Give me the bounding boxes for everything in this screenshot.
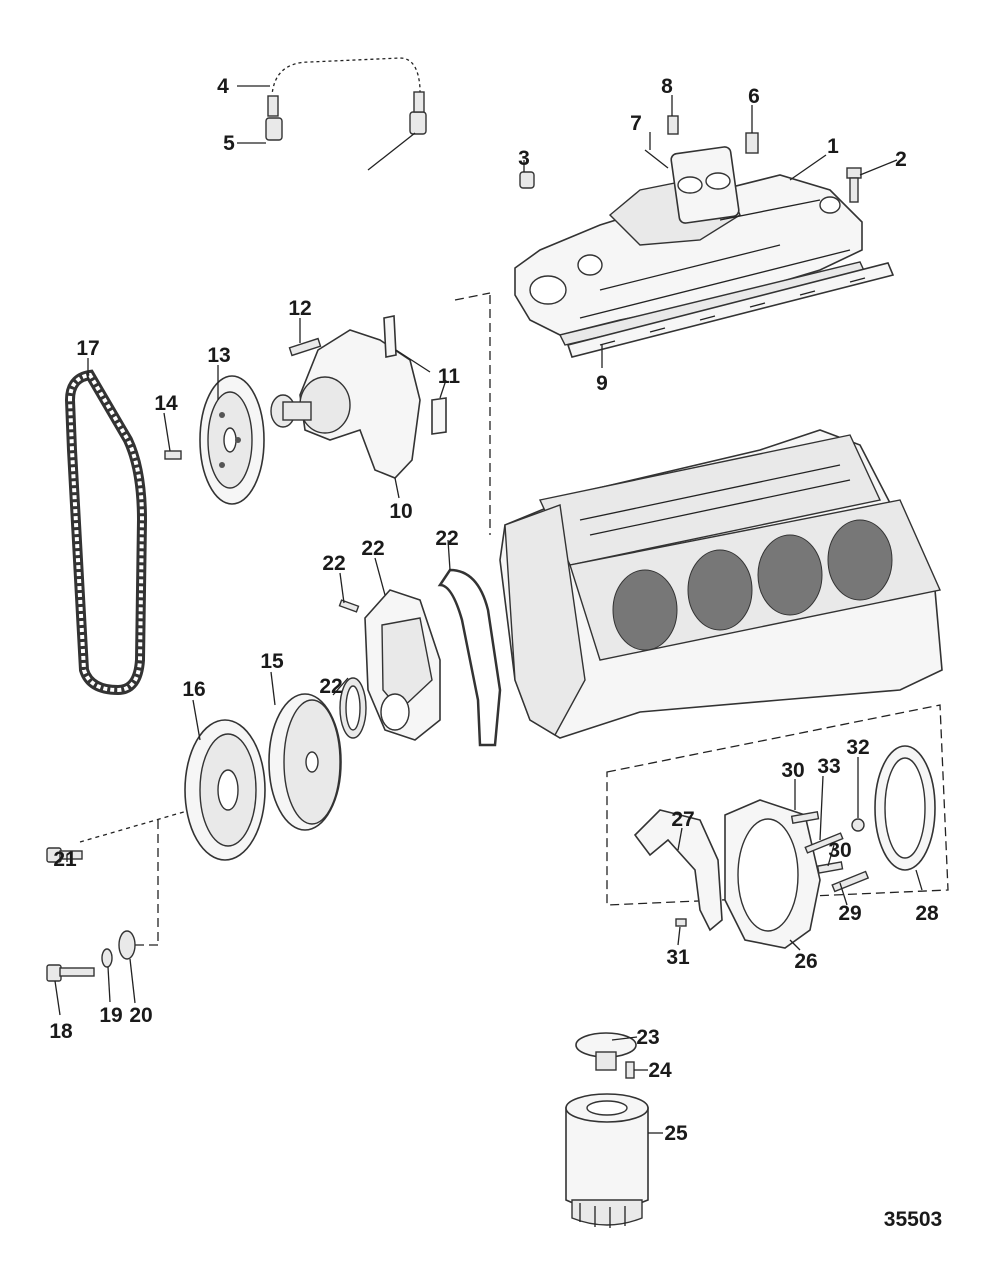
- callout-27: 27: [671, 808, 694, 831]
- water-pump-pulley: [164, 375, 265, 505]
- callout-19: 19: [99, 1004, 122, 1027]
- callout-labels: 1 2 3 4 5 6 7 8 9 10 11 12 13 14 15 16 1…: [49, 75, 939, 1145]
- callout-31: 31: [666, 946, 690, 969]
- callout-15: 15: [260, 650, 284, 673]
- callout-leader-lines: [54, 85, 923, 1134]
- callout-29: 29: [838, 902, 861, 925]
- callout-10: 10: [389, 500, 412, 523]
- pulley-bolt-21: [46, 847, 83, 863]
- crankshaft-pulley: [184, 719, 266, 861]
- leader-bolt-21: [79, 799, 226, 843]
- callout-23: 23: [636, 1026, 659, 1049]
- rear-main-seal: [874, 745, 936, 871]
- callout-17: 17: [76, 337, 99, 360]
- front-seal: [339, 677, 367, 739]
- callout-13: 13: [207, 344, 230, 367]
- callout-22-cover: 22: [361, 537, 384, 560]
- callout-11: 11: [438, 365, 461, 388]
- lock-washer: [101, 948, 113, 968]
- manifold-fasteners: [519, 115, 862, 203]
- callout-30-lower: 30: [828, 839, 851, 862]
- callout-32: 32: [846, 736, 869, 759]
- callout-16: 16: [182, 678, 205, 701]
- callout-21: 21: [53, 848, 77, 871]
- callout-1: 1: [827, 135, 839, 158]
- callout-14: 14: [154, 392, 178, 415]
- timing-cover: [338, 589, 441, 741]
- callout-2: 2: [895, 148, 907, 171]
- water-pump: [270, 315, 447, 479]
- callout-8: 8: [661, 75, 673, 98]
- callout-30-upper: 30: [781, 759, 804, 782]
- oil-line-tube: [265, 56, 427, 171]
- leader-dash-top: [454, 292, 491, 301]
- callout-5: 5: [223, 132, 235, 155]
- pulley-bolt-18: [46, 964, 95, 982]
- callout-22-gasket: 22: [435, 527, 458, 550]
- engine-block: [499, 429, 943, 739]
- rear-seal-housing: [724, 799, 821, 949]
- manifold-gasket: [566, 262, 895, 358]
- intake-manifold: [514, 146, 867, 346]
- callout-28: 28: [915, 902, 939, 925]
- drive-belt: [64, 369, 148, 696]
- timing-cover-gasket: [437, 568, 502, 747]
- callout-12: 12: [288, 297, 311, 320]
- drawing-reference-number: 35503: [884, 1208, 942, 1231]
- oil-filter: [565, 1093, 649, 1228]
- harmonic-balancer: [268, 693, 342, 831]
- callout-7: 7: [630, 112, 642, 135]
- callout-20: 20: [129, 1004, 152, 1027]
- callout-9: 9: [596, 372, 608, 395]
- rear-assembly-boundary: [606, 704, 949, 906]
- callout-26: 26: [794, 950, 817, 973]
- callout-25: 25: [664, 1122, 688, 1145]
- callout-3: 3: [518, 147, 530, 170]
- rear-seal-retainer-gasket: [633, 809, 723, 932]
- callout-22-seal: 22: [319, 675, 342, 698]
- callout-33: 33: [817, 755, 840, 778]
- callout-6: 6: [748, 85, 760, 108]
- callout-24: 24: [648, 1059, 672, 1082]
- oil-filter-adapter: [575, 1032, 637, 1079]
- flat-washer: [118, 930, 136, 960]
- callout-18: 18: [49, 1020, 73, 1043]
- callout-22-bolt: 22: [322, 552, 345, 575]
- callout-4: 4: [217, 75, 229, 98]
